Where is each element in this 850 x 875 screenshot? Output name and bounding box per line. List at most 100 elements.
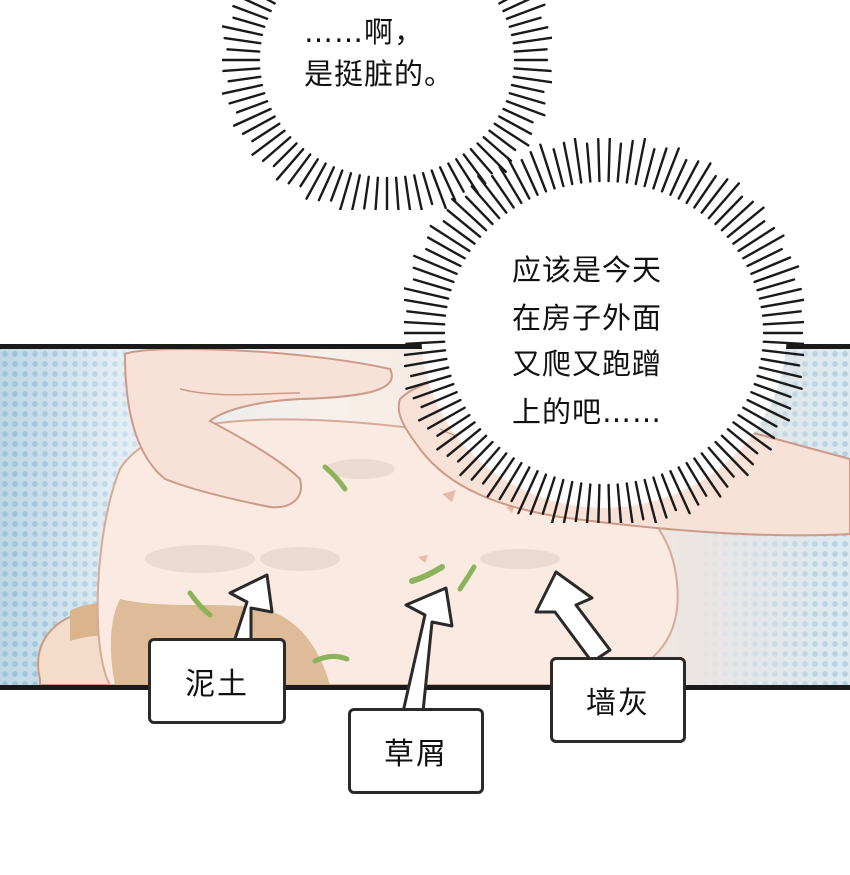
burst-stroke [508,92,546,105]
burst-stroke [251,122,281,143]
burst-stroke [520,158,539,196]
burst-stroke [430,169,447,210]
burst-stroke [742,406,778,428]
burst-stroke [505,3,546,20]
burst-stroke [643,478,658,523]
burst-stroke [426,236,466,260]
burst-stroke [351,174,361,210]
burst-stroke [574,482,583,523]
burst-stroke [762,320,804,326]
burst-stroke [597,138,601,183]
bubble-fill [421,158,787,508]
burst-stroke [510,26,549,37]
burst-stroke [529,151,548,193]
burst-stroke [756,278,796,292]
burst-stroke [436,421,476,451]
burst-stroke [451,197,488,232]
burst-stroke [707,446,735,478]
burst-stroke [235,100,269,114]
burst-stroke [469,147,493,175]
burst-stroke [222,25,264,37]
burst-stroke [634,138,647,186]
burst-stroke [700,452,729,488]
burst-stroke [669,158,688,196]
burst-stroke [272,142,298,168]
burst-stroke [529,473,548,515]
burst-stroke [232,4,269,20]
burst-stroke [685,162,712,205]
burst-stroke [481,452,508,485]
burst-stroke [243,0,272,13]
burst-stroke [573,138,583,184]
burst-stroke [506,156,531,200]
bubble-fill [239,0,535,198]
burst-stroke [512,36,552,45]
burst-stroke [643,148,656,188]
burst-stroke [251,129,286,156]
burst-stroke [459,440,494,477]
burst-stroke [746,398,791,422]
burst-stroke [539,143,556,190]
burst-stroke [317,166,336,202]
burst-stroke [275,147,305,181]
burst-stroke [762,340,804,346]
burst-stroke [394,176,400,210]
burst-stroke [714,195,744,226]
burst-stroke [513,48,548,53]
burst-stroke [562,480,574,523]
burst-stroke [732,421,772,451]
burst-stroke [404,357,448,368]
burst-stroke [456,434,488,463]
burst-stroke [541,476,556,515]
label-wall-dust: 墙灰 [550,657,686,743]
burst-stroke [404,287,450,300]
burst-stroke [413,174,423,210]
burst-stroke [760,298,804,309]
burst-stroke [652,147,668,190]
burst-stroke [746,247,783,268]
burst-stroke [338,172,353,210]
burst-stroke [417,398,462,422]
burst-stroke [750,256,792,276]
burst-stroke [421,172,434,206]
burst-stroke [505,100,546,117]
burst-stroke [737,413,776,440]
burst-stroke [470,446,501,481]
burst-stroke [455,158,480,195]
burst-stroke [562,141,574,186]
burst-stroke [512,75,552,84]
burst-stroke [426,406,466,430]
burst-stroke [404,175,412,210]
burst-stroke [607,138,611,183]
burst-stroke [404,298,448,309]
burst-stroke [222,83,264,95]
burst-stroke [756,374,803,390]
bubble-right-line-3: 又爬又跑蹭 [512,347,663,381]
burst-stroke [488,129,517,152]
burst-stroke [232,107,272,127]
burst-stroke [329,169,344,202]
burst-stroke [413,254,458,276]
burst-stroke [241,115,276,136]
burst-stroke [223,36,262,45]
burst-stroke [405,340,446,346]
burst-stroke [420,390,458,409]
bubble-right-line-4: 上的吧…… [512,395,663,429]
burst-stroke [436,413,471,437]
burst-stroke [550,478,565,523]
burst-stroke [758,287,802,300]
speech-bubble-right: 应该是今天 在房子外面 又爬又跑蹭 上的吧…… [404,138,804,523]
burst-stroke [425,247,462,268]
bubble-top-line-2: 是挺脏的。 [304,57,455,91]
burst-stroke [677,160,700,200]
burst-stroke [761,349,804,357]
burst-stroke [491,174,515,209]
burst-stroke [616,483,623,523]
burst-stroke [510,83,545,94]
label-mud: 泥土 [148,638,286,724]
burst-stroke [758,366,802,379]
burst-stroke [720,200,755,232]
burst-stroke [660,147,680,193]
bubble-right-line-2: 在房子外面 [512,301,663,335]
